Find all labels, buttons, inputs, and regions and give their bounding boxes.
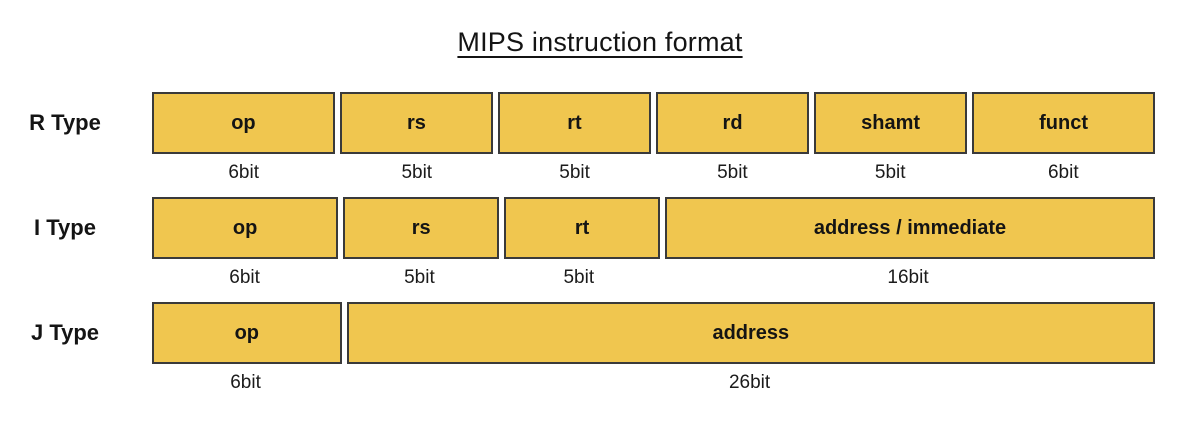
field-box-rt: rt (497, 92, 651, 154)
field-box-rs: rs (343, 197, 500, 259)
bit-width-labels: 6bit 5bit 5bit 5bit 5bit 6bit (152, 162, 1155, 184)
bit-width-label: 16bit (887, 267, 929, 288)
bit-width-labels: 6bit 5bit 5bit 16bit (152, 267, 1155, 289)
field-box-rd: rd (656, 92, 810, 154)
bit-width-label: 5bit (563, 267, 595, 288)
bit-width-label: 6bit (229, 267, 260, 288)
row-type-label: I Type (34, 215, 96, 240)
bit-width-label: 6bit (1047, 162, 1079, 183)
field-box-address: address (346, 302, 1155, 364)
bit-width-label: 5bit (401, 162, 433, 183)
bit-width-label: 5bit (717, 162, 748, 183)
bit-width-label: 6bit (228, 162, 259, 183)
field-box-funct: funct (972, 92, 1155, 154)
bit-width-label: 6bit (230, 372, 261, 393)
bit-width-label: 5bit (559, 162, 590, 183)
row-type-label: J Type (30, 320, 100, 345)
field-box-rt: rt (504, 197, 660, 259)
bit-width-label: 5bit (874, 162, 906, 183)
field-box-op: op (152, 302, 342, 364)
bit-width-label: 5bit (404, 267, 435, 288)
field-box-rs: rs (339, 92, 493, 154)
field-box-op: op (152, 197, 339, 259)
bit-width-label: 26bit (728, 372, 771, 393)
bit-width-labels: 6bit 26bit (152, 372, 1155, 394)
row-type-label: R Type (29, 110, 101, 135)
page-title: MIPS instruction format (457, 27, 743, 57)
field-box-op: op (152, 92, 335, 154)
field-box-address-immediate: address / immediate (665, 197, 1155, 259)
field-box-shamt: shamt (814, 92, 968, 154)
